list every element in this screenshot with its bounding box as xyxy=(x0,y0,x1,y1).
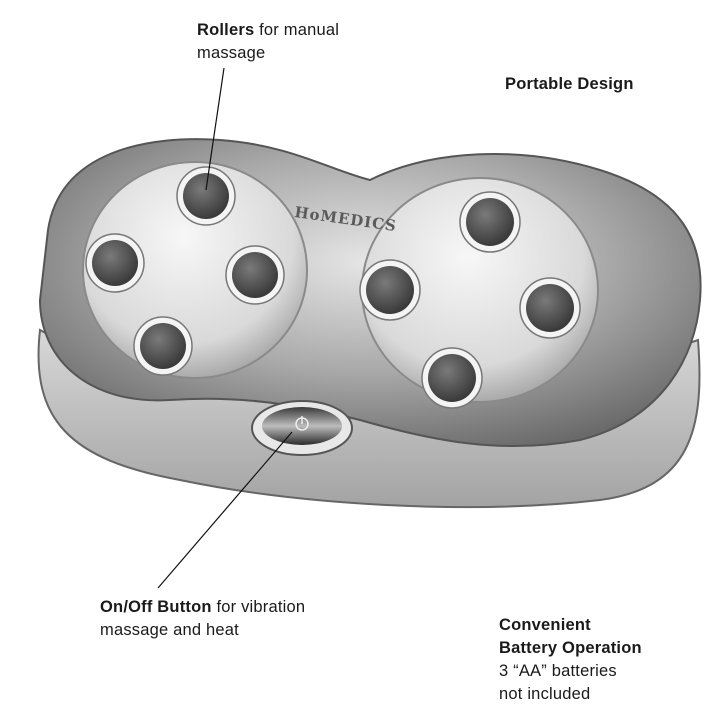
roller xyxy=(526,284,574,332)
battery-callout-line1: Convenient xyxy=(499,616,591,634)
roller xyxy=(232,252,278,298)
roller xyxy=(92,240,138,286)
left-roller-plate xyxy=(82,161,308,379)
onoff-callout-line2: massage and heat xyxy=(100,621,239,639)
roller xyxy=(140,323,186,369)
onoff-callout: On/Off Button for vibration massage and … xyxy=(100,596,360,642)
battery-callout-line2: Battery Operation xyxy=(499,639,642,657)
rollers-callout-bold: Rollers xyxy=(197,21,255,39)
battery-callout-line3: 3 “AA” batteries xyxy=(499,662,617,680)
battery-callout: Convenient Battery Operation 3 “AA” batt… xyxy=(499,614,699,706)
right-rollers xyxy=(359,191,581,409)
rollers-callout-text: for manual xyxy=(254,21,340,39)
left-rollers xyxy=(85,166,285,376)
rollers-leader-line xyxy=(205,67,225,191)
portable-design-callout: Portable Design xyxy=(505,75,634,93)
rollers-callout-line2: massage xyxy=(197,44,266,62)
rollers-callout: Rollers for manual massage xyxy=(197,19,397,65)
onoff-callout-bold: On/Off Button xyxy=(100,598,212,616)
roller xyxy=(366,266,414,314)
roller xyxy=(466,198,514,246)
roller xyxy=(183,173,229,219)
onoff-leader-line xyxy=(157,431,293,589)
battery-callout-line4: not included xyxy=(499,685,591,703)
onoff-callout-text: for vibration xyxy=(211,598,306,616)
roller xyxy=(428,354,476,402)
on-off-button[interactable] xyxy=(251,400,353,456)
